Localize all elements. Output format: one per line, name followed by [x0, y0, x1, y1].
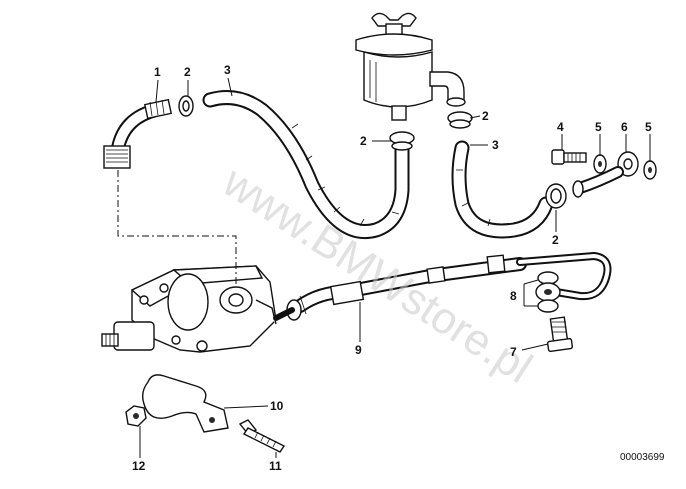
pressure-hose-line [286, 252, 612, 321]
steering-gear-box [101, 265, 295, 353]
callout-5: 5 [645, 120, 652, 134]
callout-numbers: 1 2 3 2 2 3 4 5 6 5 2 8 7 9 10 11 12 [132, 63, 652, 473]
assembly-guide-line [117, 170, 237, 286]
return-hose-right [451, 140, 554, 239]
drawing-number: 00003699 [620, 452, 665, 463]
hose-clamp [178, 95, 194, 117]
banjo-bolt [551, 149, 587, 165]
hose-clamp [447, 111, 473, 129]
leader-lines [139, 77, 651, 458]
hex-nut [125, 405, 147, 427]
banjo-fitting [572, 151, 639, 198]
callout-8: 8 [510, 289, 517, 303]
callout-11: 11 [269, 459, 282, 473]
callout-10: 10 [270, 399, 284, 413]
callout-12: 12 [132, 459, 146, 473]
callout-5: 5 [595, 120, 602, 134]
sealing-washer [593, 154, 607, 174]
suction-hose-left [202, 90, 410, 239]
callout-6: 6 [621, 120, 628, 134]
callout-3: 3 [224, 63, 231, 77]
hose-clamp [389, 131, 415, 151]
banjo-end-fitting [535, 271, 561, 313]
mounting-bracket [141, 374, 229, 433]
hose-clamp [545, 183, 567, 209]
callout-2: 2 [184, 65, 191, 79]
callout-1: 1 [154, 65, 161, 79]
callout-2: 2 [552, 233, 559, 247]
sealing-washer [643, 160, 657, 180]
callout-4: 4 [557, 120, 564, 134]
hex-bolt [238, 419, 286, 453]
callout-9: 9 [355, 343, 362, 357]
hose-fitting-elbow [103, 98, 173, 169]
hollow-bolt [546, 316, 574, 353]
callout-3: 3 [492, 138, 499, 152]
callout-2: 2 [482, 109, 489, 123]
oil-reservoir [355, 12, 466, 121]
callout-7: 7 [510, 345, 517, 359]
callout-2: 2 [360, 134, 367, 148]
